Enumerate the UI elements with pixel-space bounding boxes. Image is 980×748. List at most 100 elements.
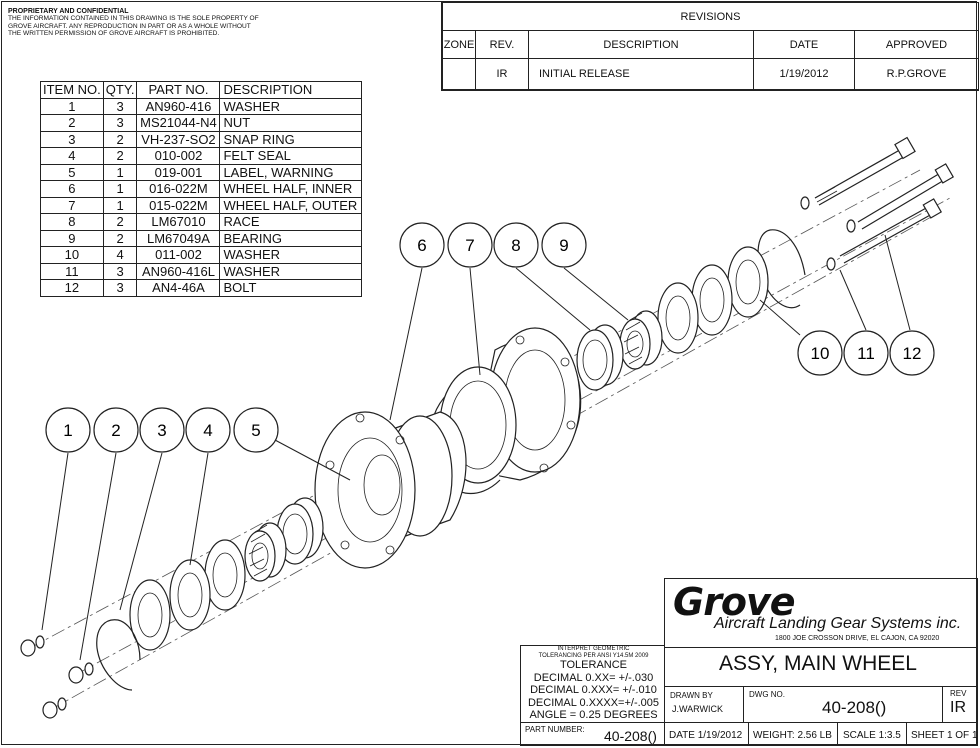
balloon-circle-3 <box>139 407 185 453</box>
drawing-sheet: SHEET 1 OF 1 <box>911 730 978 741</box>
balloon-label-9: 9 <box>559 236 568 255</box>
part-number-value: 40-208() <box>604 728 657 744</box>
balloon-label-8: 8 <box>511 236 520 255</box>
balloon-label-7: 7 <box>465 236 474 255</box>
bearing-left <box>244 522 287 582</box>
felt-seal-left <box>204 539 246 611</box>
nut-3 <box>42 697 67 719</box>
proprietary-line-1: THE INFORMATION CONTAINED IN THIS DRAWIN… <box>8 15 259 23</box>
bom-header-item: ITEM NO. <box>40 81 104 99</box>
wheel-half-inner <box>314 411 467 569</box>
bom-item-no: 8 <box>40 213 104 231</box>
bom-part-no: 015-022M <box>136 196 221 214</box>
drawn-by-value: J.WARWICK <box>672 704 723 714</box>
proprietary-line-2: GROVE AIRCRAFT. ANY REPRODUCTION IN PART… <box>8 22 251 30</box>
tol-line-3: DECIMAL 0.XXXX=+/-.005 <box>527 696 660 709</box>
company-logo: Grove <box>673 580 796 624</box>
washer-left-2 <box>129 579 171 651</box>
balloon-label-3: 3 <box>157 421 166 440</box>
dwg-no-label: DWG NO. <box>749 690 785 699</box>
rev-header-approved: APPROVED <box>854 30 979 59</box>
bom-part-no: AN4-46A <box>136 279 221 297</box>
rev-value: IR <box>950 699 966 716</box>
balloon-circle-9 <box>541 222 587 268</box>
washer-11a <box>800 196 810 210</box>
tol-line-2: DECIMAL 0.XXX= +/-.010 <box>530 684 657 696</box>
tolerance-block: INTERPRET GEOMETRIC TOLERANCING PER ANSI… <box>522 646 665 722</box>
bom-item-no: 11 <box>40 262 104 280</box>
balloon-circle-1 <box>45 407 91 453</box>
rev-date: 1/19/2012 <box>753 58 855 90</box>
axis-centerline-2 <box>74 197 951 676</box>
rev-rev: IR <box>475 58 529 90</box>
bolt-1 <box>814 136 916 206</box>
bom-item-no: 9 <box>40 229 104 247</box>
balloon-circle-4 <box>185 407 231 453</box>
balloon-label-4: 4 <box>203 421 212 440</box>
balloon-circle-8 <box>493 222 539 268</box>
proprietary-line-3: THE WRITTEN PERMISSION OF GROVE AIRCRAFT… <box>8 30 220 38</box>
washer-11c <box>826 257 836 271</box>
tol-title: TOLERANCE <box>559 659 628 671</box>
bom-part-no: 016-022M <box>136 180 221 198</box>
drawn-by-label: DRAWN BY <box>670 691 713 700</box>
rev-header-rev: REV. <box>475 30 529 59</box>
balloon-circle-10 <box>797 330 843 376</box>
washer-right-2 <box>657 282 699 354</box>
bom-item-no: 2 <box>40 114 104 132</box>
bom-description: LABEL, WARNING <box>219 163 363 181</box>
balloon-label-1: 1 <box>63 421 72 440</box>
rev-description: INITIAL RELEASE <box>528 58 754 90</box>
bearing-right <box>619 310 663 370</box>
washer-right-1 <box>727 246 769 318</box>
balloon-label-11: 11 <box>857 344 875 363</box>
bom-description: WASHER <box>219 246 363 264</box>
bom-header-description: DESCRIPTION <box>219 81 363 99</box>
bom-part-no: AN960-416L <box>136 262 221 280</box>
balloon-circle-6 <box>399 222 445 268</box>
nut-2 <box>68 662 94 684</box>
rev-zone <box>442 58 476 90</box>
company-subtitle: Aircraft Landing Gear Systems inc. <box>714 615 962 632</box>
balloon-circle-5 <box>233 407 279 453</box>
dwg-no-value: 40-208() <box>822 698 887 717</box>
drawing-scale: SCALE 1:3.5 <box>843 730 901 741</box>
snap-ring-left <box>96 619 141 691</box>
revisions-block: REVISIONS ZONE REV. DESCRIPTION DATE APP… <box>441 2 979 91</box>
tol-note-2: TOLERANCING PER ANSI Y14.5M 2009 <box>538 652 649 659</box>
balloon-label-2: 2 <box>111 421 120 440</box>
bom-item-no: 12 <box>40 279 104 297</box>
drawing-weight: WEIGHT: 2.56 LB <box>753 730 832 741</box>
leader-lines <box>41 234 911 661</box>
washer-left-1 <box>169 559 211 631</box>
bom-part-no: VH-237-SO2 <box>136 130 221 148</box>
proprietary-notice: PROPRIETARY AND CONFIDENTIAL THE INFORMA… <box>8 8 288 38</box>
tol-line-1: DECIMAL 0.XX= +/-.030 <box>533 671 654 684</box>
balloon-circle-7 <box>447 222 493 268</box>
balloon-circle-12 <box>889 330 935 376</box>
bom-header-qty: QTY. <box>102 81 138 99</box>
bom-qty: 3 <box>102 279 138 297</box>
rev-header-date: DATE <box>753 30 855 59</box>
bom-part-no: AN960-416 <box>136 97 221 115</box>
balloon-label-10: 10 <box>811 344 830 363</box>
balloon-label-5: 5 <box>251 421 260 440</box>
rev-approved: R.P.GROVE <box>854 58 979 90</box>
bom-description: WASHER <box>219 97 363 115</box>
tol-note-1: INTERPRET GEOMETRIC <box>557 646 630 652</box>
rev-label: REV <box>950 689 967 698</box>
balloon-label-6: 6 <box>417 236 426 255</box>
bolt-3 <box>839 198 943 264</box>
bom-header-part: PART NO. <box>136 81 221 99</box>
